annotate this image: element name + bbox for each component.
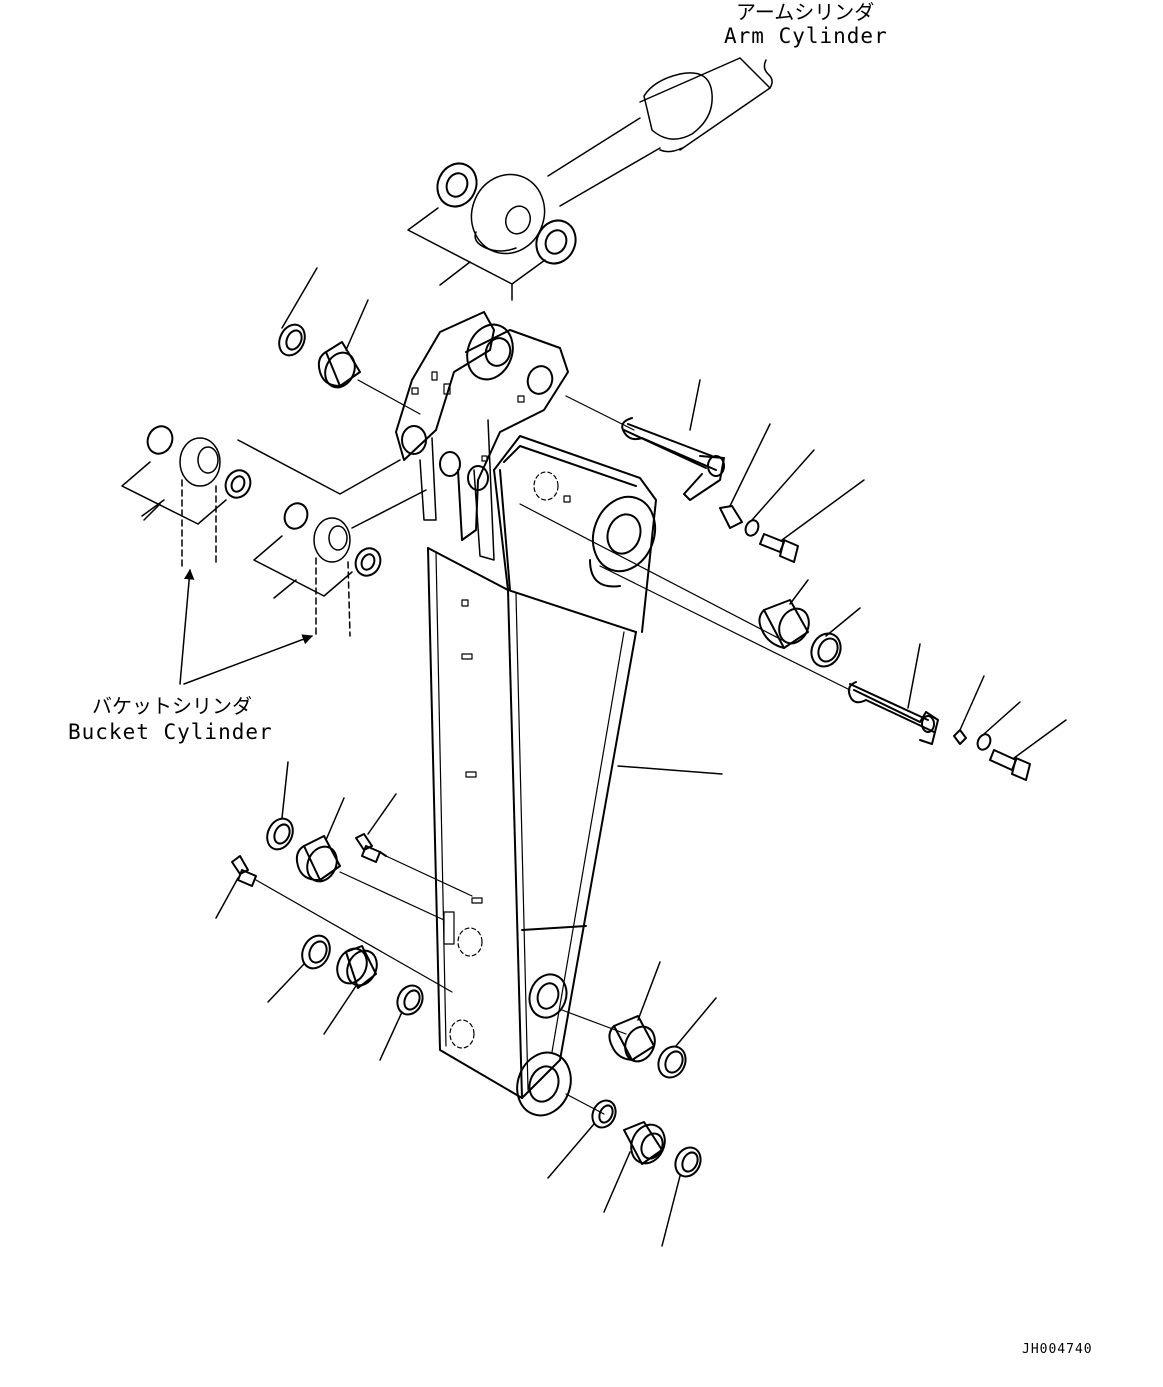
right-seal-ring-lower — [657, 1045, 687, 1079]
leader-line — [143, 503, 161, 521]
bucket-cylinder-rear — [179, 437, 221, 567]
lock-pin — [953, 729, 967, 745]
lower-left-bushing — [295, 835, 341, 883]
right-bushing-lower — [608, 1015, 656, 1063]
upper-left-seal-ring — [278, 323, 306, 357]
upper-left-bushing — [317, 341, 361, 389]
bucket-cylinder-arrow-1 — [179, 568, 195, 685]
leader-line — [379, 1011, 403, 1061]
leader-line — [323, 985, 357, 1035]
leader-line — [325, 797, 345, 841]
bucket-cylinder-rear-washer-left — [146, 425, 174, 455]
leader-line — [267, 963, 305, 1003]
bottom-seal-ring-right — [674, 1146, 702, 1178]
leader-line — [675, 997, 717, 1047]
arm-cylinder-label-en: Arm Cylinder — [724, 24, 888, 48]
grease-fitting-upper — [355, 833, 387, 863]
drawing-code: JH004740 — [1022, 1342, 1093, 1357]
leader-line — [959, 675, 985, 731]
leader-line — [983, 701, 1021, 735]
bucket-cylinder-rear-washer-right — [224, 469, 252, 499]
bucket-cylinder-label-jp: バケットシリンダ — [92, 694, 252, 718]
bucket-cylinder-pin — [847, 681, 939, 745]
assembly-line — [599, 565, 851, 691]
assembly-line — [565, 395, 635, 431]
leader-line — [689, 379, 701, 431]
bucket-cylinder-front-washer-left — [283, 502, 309, 530]
leader-line — [729, 423, 771, 507]
bolt-lower — [989, 749, 1031, 781]
leader-line — [825, 607, 861, 637]
leader-line — [281, 761, 289, 819]
assembly-line — [339, 871, 445, 921]
leader-line — [547, 1123, 595, 1179]
arm-cylinder-group-bracket — [407, 207, 546, 301]
leader-line — [367, 793, 397, 835]
assembly-line — [357, 379, 421, 415]
leader-line — [1013, 719, 1067, 759]
leader-line — [789, 579, 809, 605]
bucket-cylinder-arrow-2 — [183, 634, 313, 685]
leader-line — [215, 877, 239, 919]
lower-left-seal-ring-lower — [396, 984, 424, 1016]
leader-line — [345, 299, 369, 351]
spring-washer-upper — [744, 519, 760, 537]
bucket-cylinder-front-washer-right — [354, 547, 382, 577]
bucket-cylinder-front-bracket — [253, 489, 427, 599]
leader-line — [637, 961, 661, 1021]
lock-plate — [719, 505, 743, 529]
arm-cylinder-label-jp: アームシリンダ — [736, 0, 875, 24]
arm-cylinder-pin — [621, 417, 725, 501]
assembly-line — [385, 855, 473, 897]
grease-fitting-lower — [231, 855, 257, 887]
lower-left-seal-ring-upper — [266, 817, 294, 851]
lower-left-flanged-bushing — [336, 945, 378, 989]
lower-left-seal-ring-mid — [301, 934, 331, 970]
spring-washer-lower — [976, 733, 992, 751]
right-seal-ring-upper — [810, 632, 842, 668]
leader-line — [751, 449, 815, 521]
assembly-line — [255, 879, 453, 993]
leader-line — [281, 267, 318, 329]
assembly-line — [519, 503, 783, 641]
bolt-upper — [759, 533, 799, 563]
leader-line — [781, 479, 865, 541]
leader-line — [907, 643, 921, 709]
leader-line — [661, 1175, 681, 1247]
right-bushing-upper — [758, 599, 810, 649]
arm-body — [395, 311, 723, 1117]
assembly-line — [565, 1093, 605, 1115]
bottom-flanged-bushing — [623, 1121, 666, 1165]
leader-line — [603, 1151, 631, 1213]
arm-cylinder-washer-left — [436, 162, 478, 208]
arm-cylinder-washer-right — [535, 219, 577, 265]
bottom-seal-ring — [591, 1099, 617, 1129]
bucket-cylinder-front — [313, 517, 351, 637]
bucket-cylinder-label-en: Bucket Cylinder — [68, 720, 273, 744]
arm-cylinder — [470, 57, 773, 255]
